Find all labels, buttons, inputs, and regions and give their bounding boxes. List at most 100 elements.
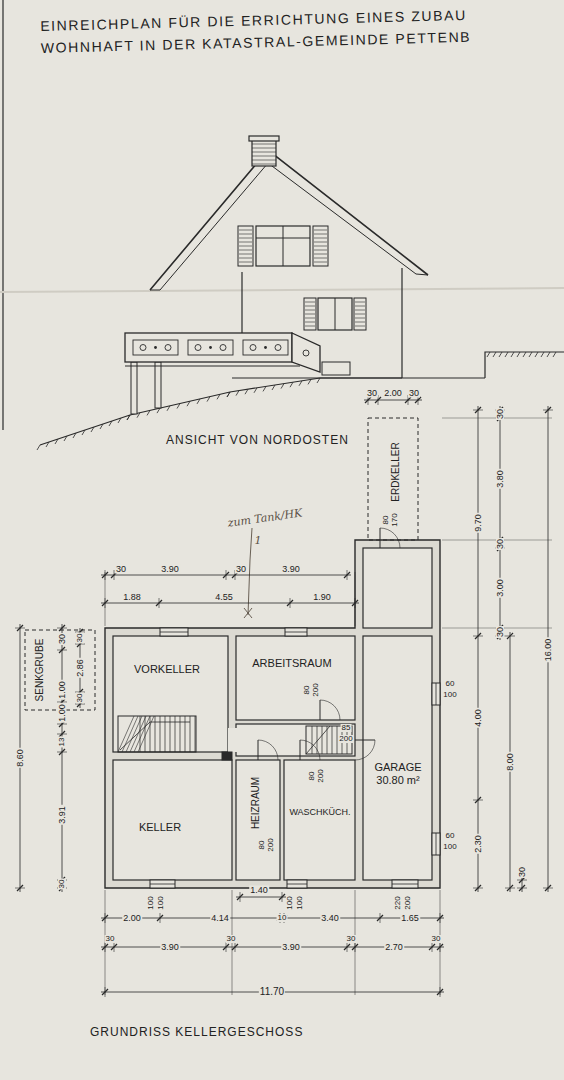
grass-tick (493, 352, 496, 357)
dimension-value: 200 (312, 682, 320, 697)
grass-tick (541, 352, 544, 357)
grass-tick (308, 379, 311, 384)
dimension-value: 100 (442, 843, 457, 851)
dimension-value: 2.70 (384, 943, 404, 952)
panel-ornament (165, 345, 171, 351)
shutter-slat (239, 242, 252, 243)
grass-tick (317, 378, 320, 383)
dimension-tick (405, 397, 411, 403)
window (256, 226, 310, 266)
dimension-value: 4.14 (210, 914, 230, 923)
railing-panel (243, 340, 288, 355)
grass-tick (127, 415, 130, 420)
dimension-value: 2.00 (122, 914, 142, 923)
chimney-brick (252, 164, 276, 165)
stair-tread (155, 716, 156, 752)
grass-tick (227, 392, 230, 397)
dimension-value: 1.00 (58, 680, 67, 700)
chimney-brick (252, 144, 276, 145)
stair-tread (175, 716, 176, 752)
stair-tread (332, 726, 333, 754)
room-name: WASCHKÜCH. (289, 807, 350, 818)
dimension-value: 2.00 (383, 389, 403, 398)
dimension-value: 85 (341, 724, 352, 732)
dimension-tick (59, 749, 65, 755)
door-leaf (380, 528, 381, 548)
grass-tick (55, 439, 58, 444)
grass-tick (499, 352, 502, 357)
door-leaf (258, 740, 259, 760)
wall-opening (228, 728, 237, 752)
door-leaf (300, 740, 301, 760)
handwritten-note: zum Tank/HK (226, 507, 304, 529)
dimension-value: 11.70 (259, 987, 285, 997)
grass-tick (217, 394, 220, 399)
shutter-slat (305, 310, 315, 311)
dimension-value: 100 (286, 895, 294, 910)
room-wall (236, 724, 355, 756)
room-name: ERDKELLER (390, 442, 402, 501)
grass-tick (529, 352, 532, 357)
shutter-slat (305, 302, 315, 303)
door-swing (355, 740, 375, 760)
stair-hatch (134, 716, 150, 752)
shutter-slat (314, 262, 327, 263)
dimension-tick (157, 915, 163, 921)
dimension-value: 80 (308, 771, 316, 782)
extension-line (355, 572, 356, 626)
stair-tread (160, 716, 161, 752)
panel-ornament (275, 345, 281, 351)
shutter-slat (305, 322, 315, 323)
grass-tick (37, 445, 40, 450)
dashed-outline (25, 630, 95, 710)
railing-panel (133, 340, 178, 355)
window-pane (160, 632, 188, 633)
grass-tick (299, 381, 302, 386)
paper-edge (2, 0, 3, 430)
shutter (304, 298, 316, 330)
window-bar (335, 298, 336, 330)
dimension-tick (344, 572, 350, 578)
room-area: VORKELLER (113, 636, 228, 752)
window-symbol (287, 880, 307, 888)
panel-ornament (154, 346, 157, 349)
room-area: ARBEITSRAUM (236, 636, 355, 720)
panel-ornament (264, 346, 267, 349)
shutter (313, 226, 328, 266)
stair-tread (322, 726, 323, 754)
stair-hatch (138, 716, 154, 752)
leader-mark (244, 608, 252, 618)
dimension-value: 3.90 (160, 565, 180, 574)
house-wall (401, 268, 402, 378)
room-label-group: GARAGE30.80 m² (374, 761, 421, 787)
stair-tread (190, 716, 191, 752)
dimension-value: 30 (496, 408, 505, 420)
balcony-railing (125, 333, 292, 362)
shutter-slat (314, 234, 327, 235)
grass-tick (147, 410, 150, 415)
grass-tick (263, 386, 266, 391)
dimension-value: 170 (391, 512, 399, 527)
stair-tread (145, 716, 146, 752)
grass-tick (127, 415, 130, 420)
stair-tread (195, 716, 196, 752)
stair-hatch (118, 716, 134, 752)
grass-tick (523, 352, 526, 357)
window-bar (283, 226, 284, 266)
roof-outline (150, 150, 428, 290)
dimension-line (101, 918, 444, 919)
room-wall (363, 636, 432, 880)
roof-eave (150, 274, 428, 290)
dimension-value: 200 (317, 768, 325, 783)
chimney-brick (252, 148, 276, 149)
panel-ornament (209, 346, 212, 349)
dimension-value: 4.00 (474, 708, 483, 728)
grass-tick (73, 433, 76, 438)
dimension-line (478, 406, 479, 892)
window-pane (436, 833, 437, 855)
dimension-value: 10 (277, 914, 288, 922)
shutter-slat (355, 302, 365, 303)
dimension-tick (475, 797, 481, 803)
stair-tread (150, 716, 151, 752)
dimension-line (101, 603, 359, 604)
